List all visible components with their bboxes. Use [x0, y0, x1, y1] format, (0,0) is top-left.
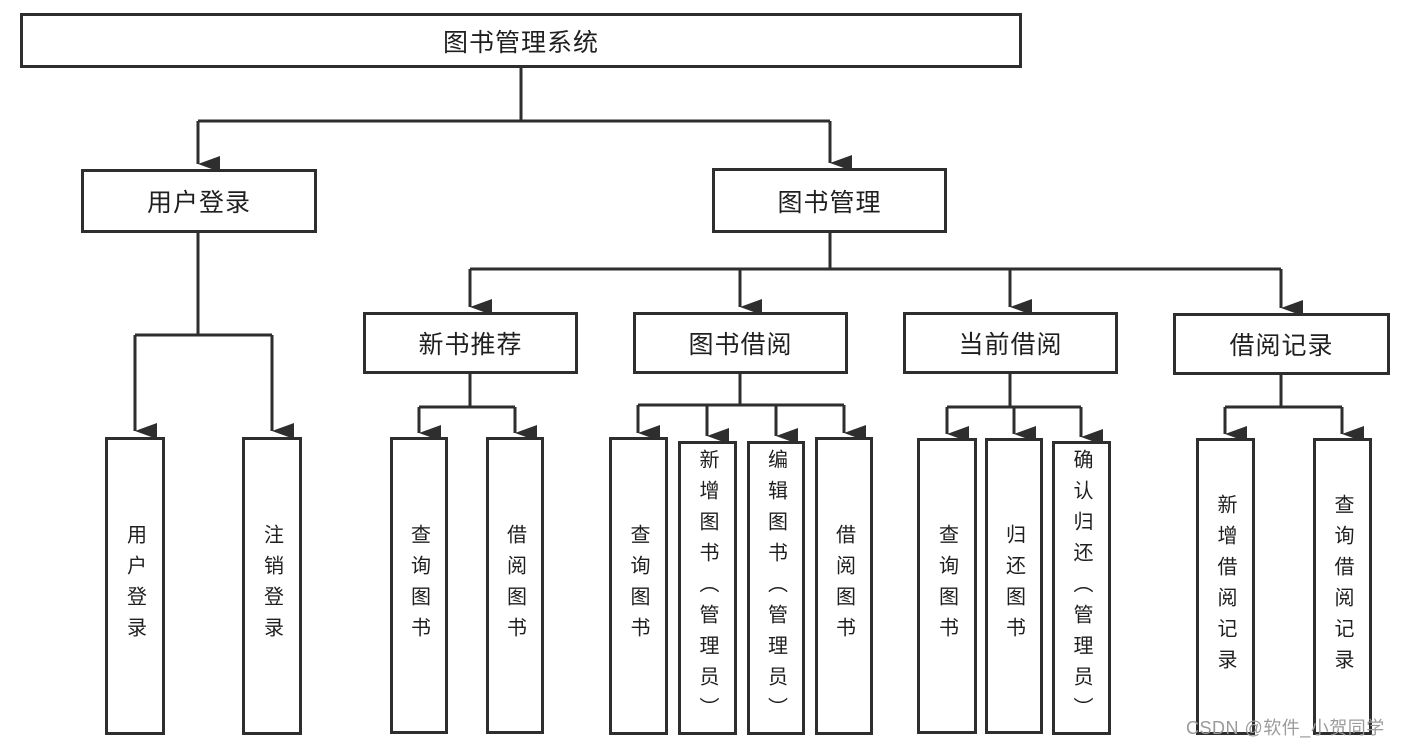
- node-book-management-label: 图书管理: [777, 188, 882, 217]
- leaf-add-borrow-record-label: 新增借阅记录: [1214, 493, 1236, 680]
- leaf-query-books-current-label: 查询图书: [935, 524, 958, 648]
- node-book-borrow: 图书借阅: [633, 312, 848, 374]
- connector-currentborrow-to-leaves: [947, 374, 1081, 409]
- leaf-borrow-books-recommend-label: 借阅图书: [503, 523, 526, 648]
- leaf-borrow-books-label: 借阅图书: [832, 524, 855, 648]
- node-book-management: 图书管理: [712, 168, 947, 233]
- leaf-logout: 注销登录: [242, 437, 302, 735]
- connector-records-to-leaves: [1225, 375, 1342, 409]
- leaf-add-book-admin-label: 新增图书（管理员）: [696, 448, 718, 728]
- leaf-user-login: 用户登录: [105, 437, 165, 735]
- leaf-return-books-label: 归还图书: [1002, 524, 1025, 648]
- leaf-user-login-label: 用户登录: [123, 524, 146, 648]
- node-user-login: 用户登录: [81, 169, 317, 233]
- leaf-borrow-books-recommend: 借阅图书: [486, 437, 544, 734]
- node-current-borrow: 当前借阅: [903, 312, 1118, 374]
- leaf-add-book-admin: 新增图书（管理员）: [678, 441, 737, 735]
- node-current-borrow-label: 当前借阅: [958, 331, 1063, 359]
- leaf-query-books-borrow: 查询图书: [609, 437, 668, 735]
- connector-bookborrow-to-leaves: [638, 374, 844, 407]
- node-borrow-records: 借阅记录: [1173, 313, 1390, 375]
- root-node-library-system: 图书管理系统: [20, 13, 1022, 68]
- leaf-query-books-borrow-label: 查询图书: [627, 524, 649, 648]
- leaf-query-borrow-record: 查询借阅记录: [1313, 438, 1372, 735]
- node-user-login-label: 用户登录: [146, 189, 251, 217]
- node-new-book-recommend: 新书推荐: [363, 312, 578, 374]
- leaf-confirm-return-admin: 确认归还（管理员）: [1052, 441, 1111, 735]
- node-borrow-records-label: 借阅记录: [1229, 332, 1334, 360]
- leaf-add-borrow-record: 新增借阅记录: [1196, 438, 1255, 735]
- node-new-book-recommend-label: 新书推荐: [418, 331, 523, 359]
- leaf-confirm-return-admin-label: 确认归还（管理员）: [1070, 448, 1092, 728]
- leaf-query-borrow-record-label: 查询借阅记录: [1331, 493, 1353, 680]
- leaf-query-books-recommend-label: 查询图书: [407, 523, 430, 648]
- leaf-edit-book-admin-label: 编辑图书（管理员）: [764, 448, 787, 728]
- connector-root-to-level2: [198, 68, 830, 123]
- root-node-label: 图书管理系统: [442, 28, 599, 57]
- leaf-borrow-books: 借阅图书: [815, 437, 873, 735]
- node-book-borrow-label: 图书借阅: [688, 331, 793, 359]
- connector-newbooks-to-leaves: [419, 374, 515, 409]
- leaf-return-books: 归还图书: [985, 438, 1043, 734]
- leaf-query-books-current: 查询图书: [917, 438, 977, 734]
- csdn-watermark: CSDN @软件_小贺同学: [1186, 718, 1385, 738]
- connector-bookmgmt-to-level3: [470, 233, 1281, 271]
- leaf-query-books-recommend: 查询图书: [390, 437, 448, 734]
- connector-userlogin-to-leaves: [135, 233, 272, 337]
- leaf-edit-book-admin: 编辑图书（管理员）: [747, 441, 805, 735]
- leaf-logout-label: 注销登录: [260, 524, 283, 648]
